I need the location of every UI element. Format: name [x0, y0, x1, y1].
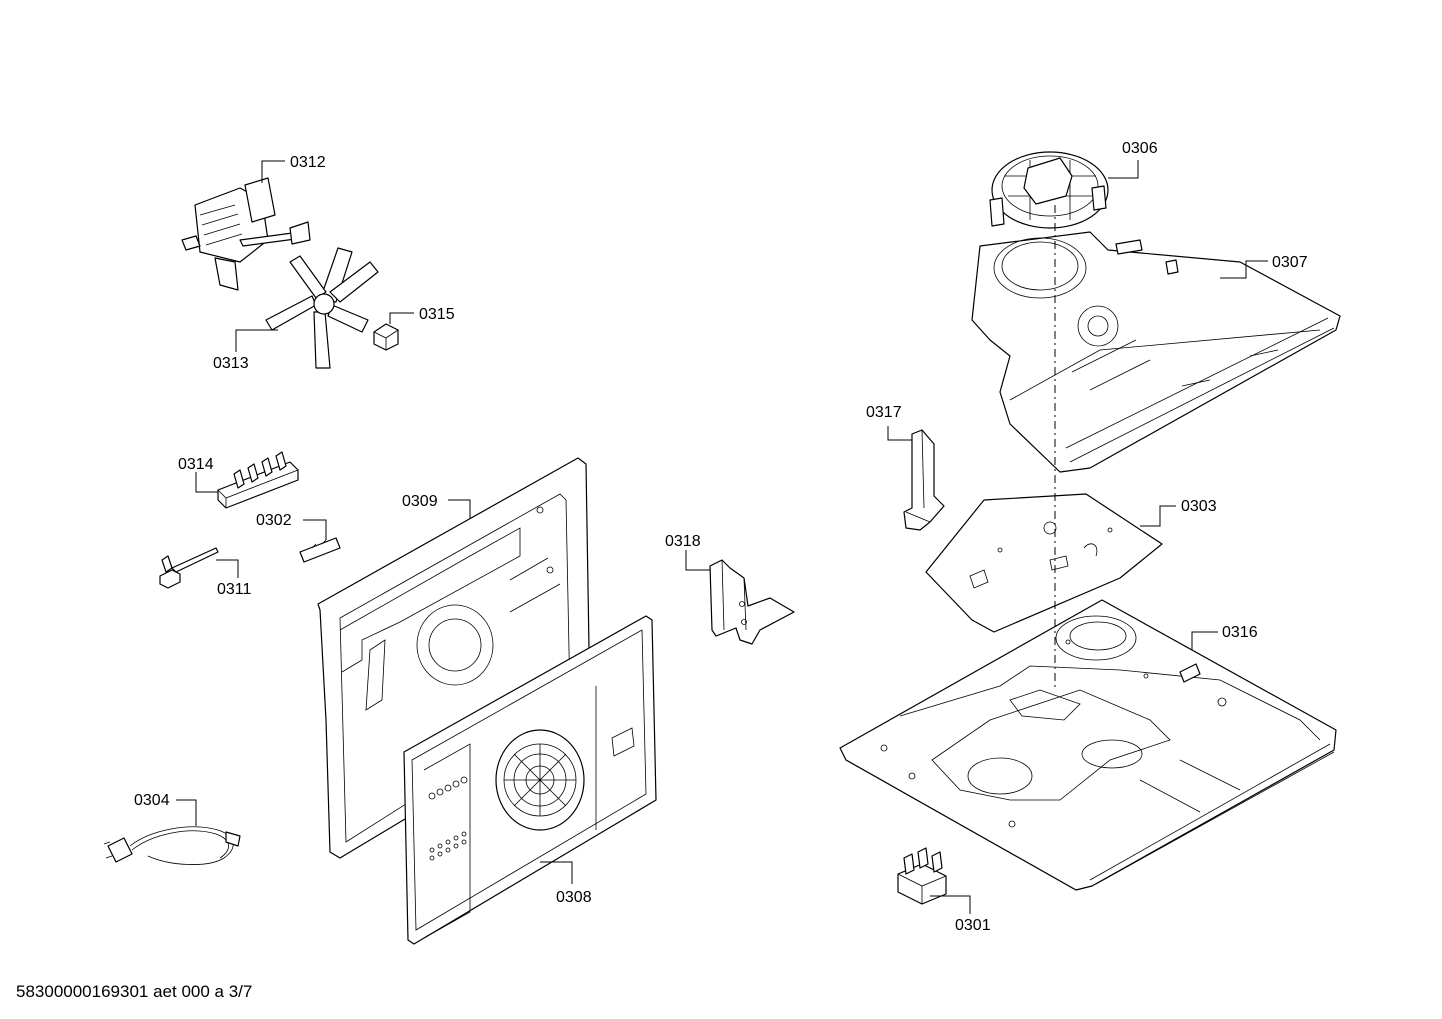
part-0304-power-cord	[103, 826, 241, 865]
label-0306: 0306	[1122, 140, 1158, 157]
leader-0317	[887, 426, 912, 441]
part-0315-nut	[373, 323, 399, 351]
part-0306-cooling-fan	[989, 151, 1109, 229]
leader-0312	[261, 160, 285, 183]
part-0308-inner-back-wall	[403, 615, 657, 945]
part-0303-insulation-plate	[925, 493, 1163, 633]
leader-0308	[540, 861, 573, 884]
leader-0318	[685, 550, 710, 571]
part-0307-air-duct	[971, 231, 1341, 473]
label-0302: 0302	[256, 512, 292, 529]
leader-0311	[216, 559, 239, 578]
leader-0313	[235, 329, 278, 352]
leader-0315	[389, 312, 414, 324]
label-0315: 0315	[419, 306, 455, 323]
part-0312-fan-motor	[181, 177, 311, 291]
leader-0316	[1191, 631, 1218, 650]
label-0309: 0309	[402, 493, 438, 510]
label-0301: 0301	[955, 917, 991, 934]
leader-0304	[176, 799, 197, 826]
leader-0306	[1108, 160, 1139, 179]
part-0316-base-plate	[839, 599, 1337, 891]
part-0314-terminal-block	[217, 451, 299, 509]
label-0312: 0312	[290, 154, 326, 171]
leader-0302	[303, 519, 327, 540]
part-0311-sensor-clip	[159, 547, 219, 589]
leader-0314	[195, 472, 218, 493]
label-0317: 0317	[866, 404, 902, 421]
part-0301-connector	[897, 847, 947, 905]
label-0318: 0318	[665, 533, 701, 550]
label-0304: 0304	[134, 792, 170, 809]
leader-0307	[1220, 260, 1268, 279]
part-0313-fan-wheel	[265, 247, 379, 369]
part-0318-bracket	[709, 559, 795, 645]
leader-0301	[930, 895, 971, 914]
leader-0309	[448, 499, 471, 518]
label-0308: 0308	[556, 889, 592, 906]
label-0313: 0313	[213, 355, 249, 372]
part-0317-bracket	[903, 429, 945, 531]
label-0303: 0303	[1181, 498, 1217, 515]
part-0302-switch	[299, 537, 341, 563]
drawing-reference: 58300000169301 aet 000 a 3/7	[16, 982, 252, 1001]
label-0316: 0316	[1222, 624, 1258, 641]
label-0314: 0314	[178, 456, 214, 473]
leader-0303	[1140, 505, 1176, 527]
label-0307: 0307	[1272, 254, 1308, 271]
label-0311: 0311	[217, 581, 252, 598]
